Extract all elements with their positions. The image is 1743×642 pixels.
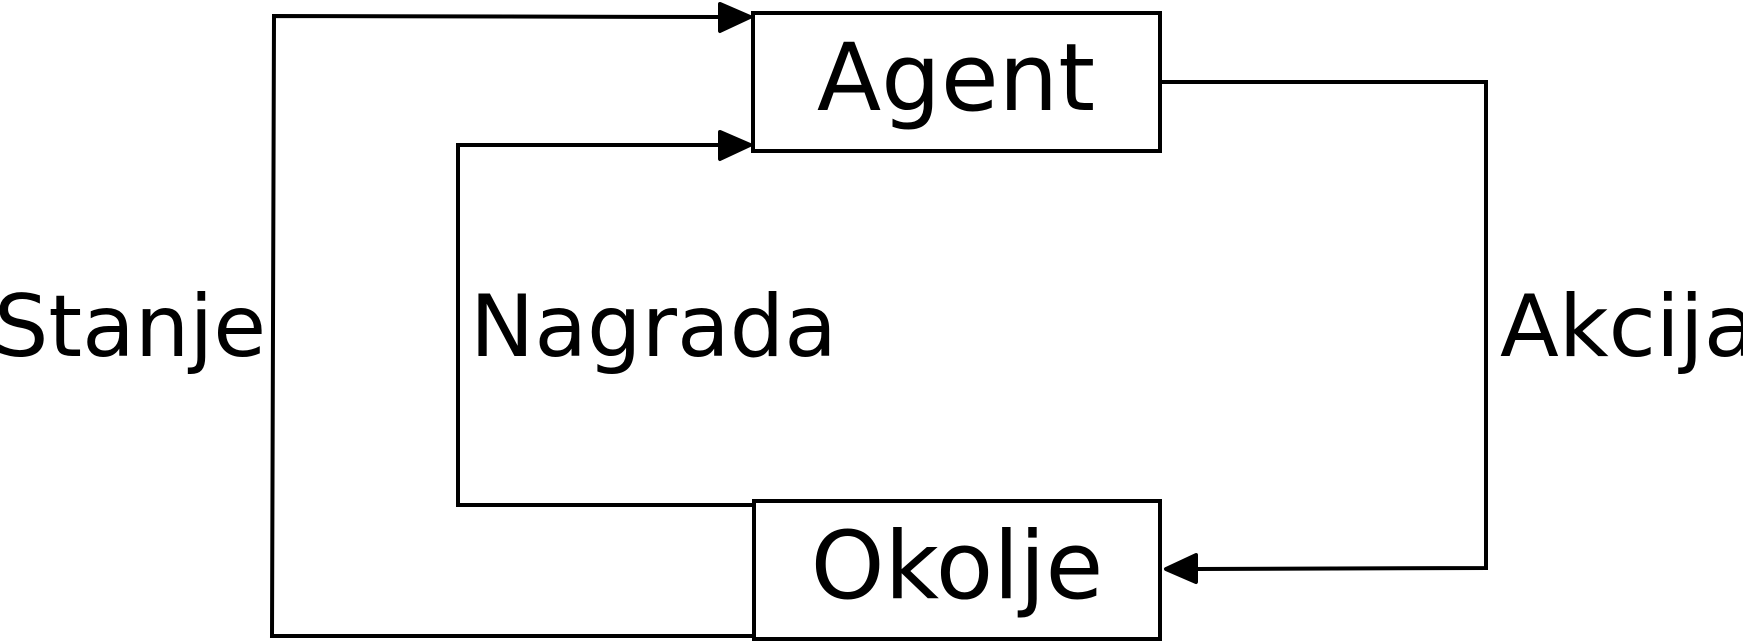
reward-edge-label: Nagrada xyxy=(470,277,837,377)
state-edge-label: Stanje xyxy=(0,277,266,377)
reward-arrowhead xyxy=(718,130,752,161)
action-edge-line xyxy=(1161,80,1488,571)
state-arrowhead xyxy=(718,2,752,33)
agent-node: Agent xyxy=(751,11,1162,153)
agent-box xyxy=(751,11,1162,153)
environment-box xyxy=(752,499,1162,641)
reward-edge-line xyxy=(456,143,752,507)
environment-label: Okolje xyxy=(811,512,1104,621)
state-edge-line xyxy=(269,13,752,638)
action-edge-label: Akcija xyxy=(1500,277,1743,377)
agent-label: Agent xyxy=(817,24,1095,133)
environment-node: Okolje xyxy=(752,499,1162,641)
action-arrowhead xyxy=(1164,553,1198,584)
